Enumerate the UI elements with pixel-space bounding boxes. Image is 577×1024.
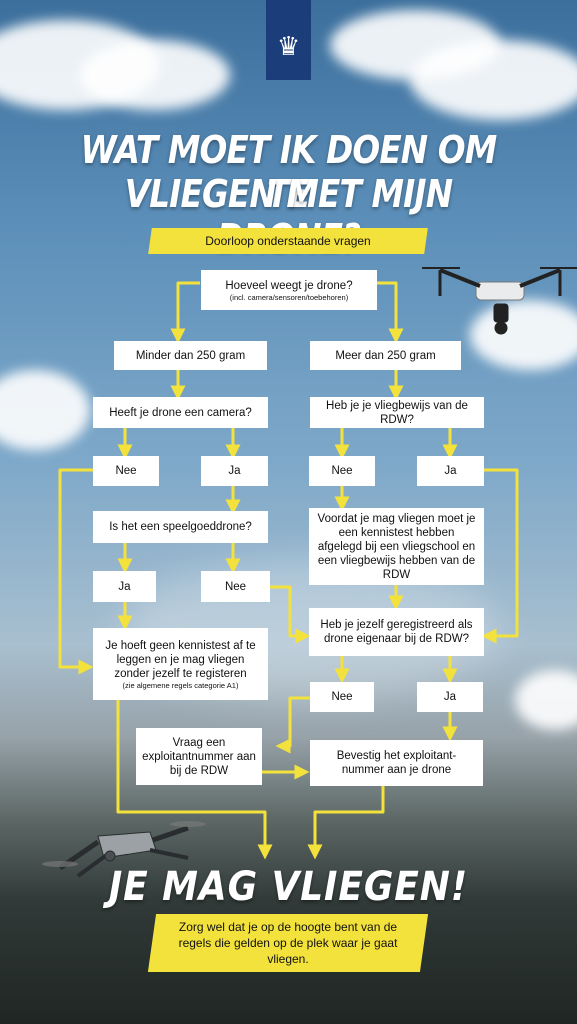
weight-question-note: (incl. camera/sensoren/toebehoren) [229,292,349,302]
toy-question: Is het een speelgoeddrone? [93,511,268,543]
license-question-text: Heb je je vliegbewijs van de RDW? [326,399,468,426]
license-question: Heb je je vliegbewijs van de RDW? [310,397,484,428]
toy-yes-box: Ja [93,571,156,602]
footer-banner-text: Zorg wel dat je op de hoogte bent van de… [178,920,398,966]
license-yes-box: Ja [417,456,484,486]
cloud [515,670,577,730]
toy-yes-text: Ja [118,580,131,593]
request-number-box: Vraag een exploitantnummer aan bij de RD… [136,728,262,785]
request-number-text: Vraag een exploitantnummer aan bij de RD… [142,736,256,777]
registered-yes-text: Ja [443,691,457,703]
camera-question: Heeft je drone een camera? [93,397,268,428]
no-test-text: Je hoeft geen kennistest af te leggen en… [105,639,256,680]
over-250-text: Meer dan 250 gram [335,349,436,362]
attach-number-text: Bevestig het exploitant-nummer aan je dr… [336,750,457,776]
toy-no-text: Nee [224,580,247,593]
cloud [80,40,230,110]
crown-coat-of-arms-icon: ♛ [276,32,301,62]
cloud [0,370,90,450]
page-title-line-1: WAT MOET IK DOEN OM TE [80,128,498,216]
logo: ♛ [266,0,311,80]
no-test-box: Je hoeft geen kennistest af te leggen en… [93,628,268,700]
registered-question: Heb je jezelf geregistreerd als drone ei… [309,608,484,656]
registered-no-box: Nee [310,682,374,712]
license-no-text: Nee [331,465,353,477]
weight-question: Hoeveel weegt je drone? (incl. camera/se… [201,270,377,310]
camera-yes-text: Ja [228,465,241,477]
license-yes-text: Ja [444,465,457,477]
camera-question-text: Heeft je drone een camera? [109,406,252,419]
toy-no-box: Nee [201,571,270,602]
attach-number-box: Bevestig het exploitant-nummer aan je dr… [310,740,483,786]
camera-yes-box: Ja [201,456,268,486]
footer-banner: Zorg wel dat je op de hoogte bent van de… [147,914,429,972]
drone-illustration-bottom [42,821,206,878]
registered-question-text: Heb je jezelf geregistreerd als drone ei… [320,619,473,645]
registered-yes-box: Ja [417,682,483,712]
must-license-text: Voordat je mag vliegen moet je een kenni… [317,512,476,581]
result-heading: JE MAG VLIEGEN! [108,864,469,910]
camera-no-text: Nee [115,465,137,477]
under-250-box: Minder dan 250 gram [114,341,267,370]
camera-no-box: Nee [93,456,159,486]
cloud [410,40,577,120]
toy-question-text: Is het een speelgoeddrone? [109,521,252,533]
over-250-box: Meer dan 250 gram [310,341,461,370]
must-license-box: Voordat je mag vliegen moet je een kenni… [309,508,484,585]
weight-question-text: Hoeveel weegt je drone? [225,279,353,292]
registered-no-text: Nee [331,691,353,703]
under-250-text: Minder dan 250 gram [135,349,246,362]
cloud [470,300,577,370]
license-no-box: Nee [309,456,375,486]
no-test-note: (zie algemene regels categorie A1) [122,680,239,690]
drone-illustration-top [422,267,577,335]
